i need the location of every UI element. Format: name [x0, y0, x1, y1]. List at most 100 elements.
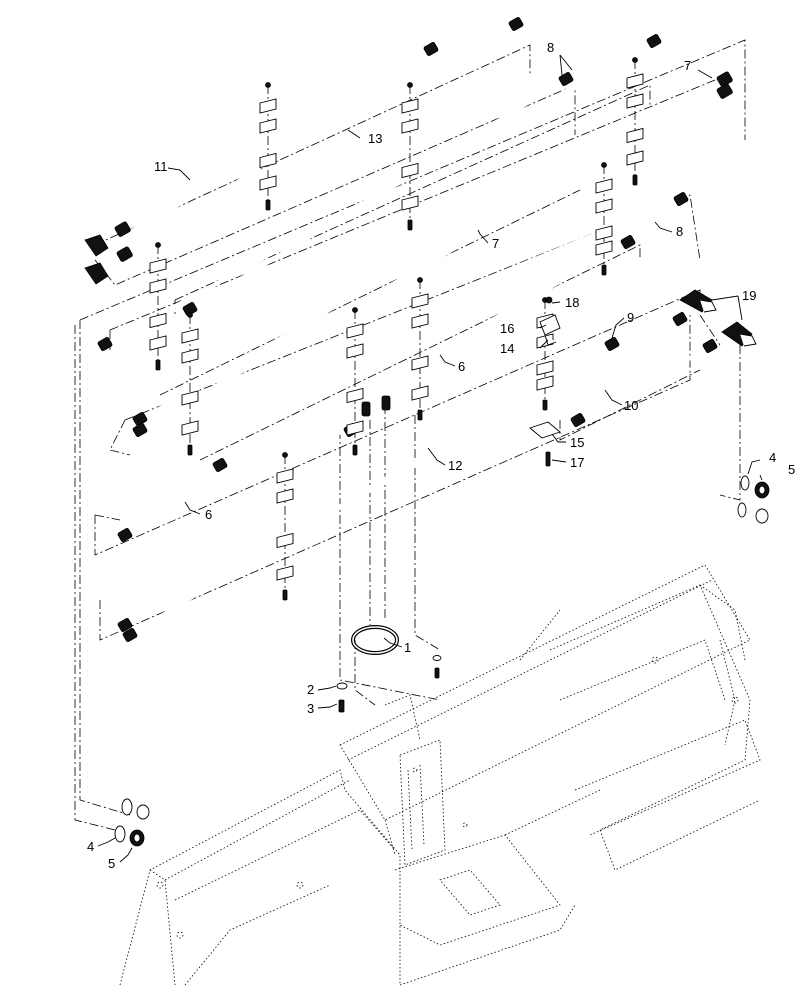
- screw-18: [545, 296, 553, 304]
- bolt: [282, 589, 288, 601]
- callout-16: 16: [500, 321, 514, 336]
- clamp-half: [346, 420, 364, 436]
- callout-12: 12: [448, 458, 462, 473]
- clamp-half: [595, 240, 613, 256]
- clamp-half: [149, 278, 167, 294]
- clamp-half: [346, 323, 364, 339]
- callout-9: 9: [627, 310, 634, 325]
- tube-12: [123, 318, 682, 627]
- nut: [187, 312, 193, 318]
- clamp-half: [259, 98, 277, 114]
- clamp-stack: [259, 82, 277, 211]
- callout-13: 13: [368, 131, 382, 146]
- nut: [601, 162, 607, 168]
- tube-10: [576, 345, 712, 422]
- clamp-stack: [401, 82, 419, 231]
- hydraulic-tubes: [103, 23, 727, 637]
- clamp-half: [411, 385, 429, 401]
- callout-19: 19: [742, 288, 756, 303]
- callout-2: 2: [307, 682, 314, 697]
- clamp-half: [259, 175, 277, 191]
- clamp-half: [626, 93, 644, 109]
- clamp-half: [401, 118, 419, 134]
- elbow-fitting-left: [84, 234, 109, 285]
- tube-8-lower: [144, 198, 681, 420]
- header-frame: [119, 564, 761, 986]
- callout-17: 17: [570, 455, 584, 470]
- bolt: [155, 359, 161, 371]
- clamp-half: [346, 387, 364, 404]
- clamp-half: [276, 468, 294, 484]
- callout-18: 18: [565, 295, 579, 310]
- leader-lines: [97, 54, 763, 863]
- clamp-half: [149, 335, 167, 351]
- washer-4-right: [737, 475, 750, 518]
- elbow-fitting-19: [679, 289, 757, 347]
- clamp-half: [401, 98, 419, 114]
- clamp-half: [149, 312, 167, 329]
- clamp-half: [626, 150, 644, 166]
- callout-5-left: 5: [108, 856, 115, 871]
- clamp-half: [346, 343, 364, 359]
- washer-4-left: [114, 798, 133, 843]
- clamp-half: [536, 375, 554, 391]
- clamp-half: [411, 293, 429, 309]
- clamp-stack: [276, 452, 294, 601]
- clamp-half: [181, 348, 199, 364]
- clamp-half: [626, 127, 644, 144]
- callout-14: 14: [500, 341, 514, 356]
- clamp-stack: [595, 162, 613, 276]
- clamp-half: [411, 355, 429, 371]
- tube-9: [128, 343, 613, 637]
- clamp-half: [626, 73, 644, 89]
- clamp-half: [401, 195, 419, 211]
- clamp-half: [411, 313, 429, 329]
- callout-1: 1: [404, 640, 411, 655]
- bolt: [417, 409, 423, 421]
- clamp-stack: [149, 242, 167, 371]
- bolt-right-frame: [432, 655, 442, 679]
- nut: [632, 57, 638, 63]
- nut-5-right: [754, 481, 770, 524]
- nut: [352, 307, 358, 313]
- clamp-half: [259, 152, 277, 169]
- clamp-stack: [181, 312, 199, 456]
- clamp-stack: [346, 307, 364, 456]
- nut: [417, 277, 423, 283]
- clamp-half: [259, 118, 277, 134]
- callout-3: 3: [307, 701, 314, 716]
- clamp-half: [595, 198, 613, 214]
- callout-7-lower: 7: [492, 236, 499, 251]
- bracket-16: [539, 314, 561, 346]
- callout-15: 15: [570, 435, 584, 450]
- clamp-half: [401, 162, 419, 179]
- callout-8-lower: 8: [676, 224, 683, 239]
- clamp-half: [276, 488, 294, 504]
- clamp-stack: [411, 277, 429, 421]
- tube-fittings: [84, 17, 733, 642]
- bolt: [542, 399, 548, 411]
- tube-11: [121, 23, 516, 232]
- callout-4-left: 4: [87, 839, 94, 854]
- bolt-17: [545, 451, 551, 467]
- callout-6-lower: 6: [205, 507, 212, 522]
- tube-6-upper: [219, 241, 630, 467]
- clamp-half: [276, 532, 294, 549]
- bolt: [632, 174, 638, 186]
- clamp-half: [181, 420, 199, 436]
- clamp-stack: [626, 57, 644, 186]
- callout-8-upper: 8: [547, 40, 554, 55]
- tube-13: [124, 48, 432, 257]
- bolt-3: [338, 699, 345, 713]
- bolt: [265, 199, 271, 211]
- loop-clamp-1: [351, 625, 399, 655]
- clamp-half: [276, 565, 294, 581]
- clamp-half: [595, 225, 613, 241]
- callout-10: 10: [624, 398, 638, 413]
- bolt: [601, 264, 607, 276]
- clamp-half: [595, 178, 613, 194]
- clamp-half: [181, 328, 199, 344]
- nut: [265, 82, 271, 88]
- bolt: [407, 219, 413, 231]
